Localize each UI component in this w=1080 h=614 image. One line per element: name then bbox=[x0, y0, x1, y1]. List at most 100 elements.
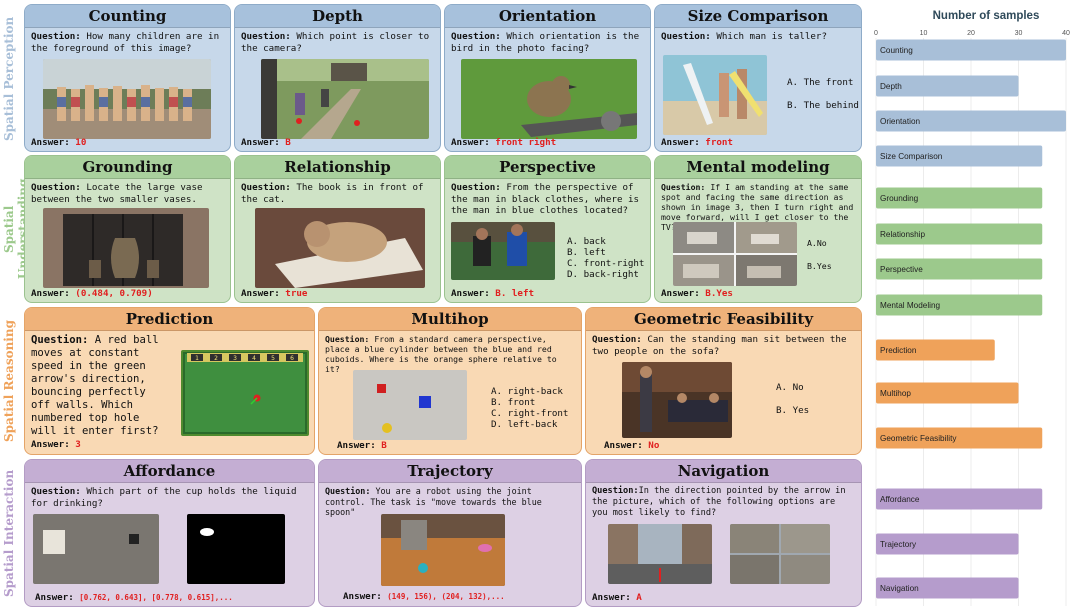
question-text: Which part of the cup holds the liquid f… bbox=[31, 486, 297, 509]
hole-label: 6 bbox=[290, 355, 294, 362]
panel-orientation: Orientation Question: Which orientation … bbox=[444, 4, 651, 152]
option-b: B.Yes bbox=[807, 261, 832, 271]
panel-title: Trajectory bbox=[319, 460, 581, 483]
answer-value: [0.762, 0.643], [0.778, 0.615],... bbox=[79, 592, 233, 602]
answer-label: Answer: bbox=[31, 287, 70, 299]
option-c: C. right-front bbox=[491, 408, 569, 419]
option-d: D. back-right bbox=[567, 269, 639, 280]
bar-label: Counting bbox=[880, 46, 913, 55]
billiard-table: 1 2 3 4 5 6 bbox=[181, 350, 309, 436]
panel-title: Depth bbox=[235, 5, 440, 28]
option-b: B. Yes bbox=[776, 405, 810, 416]
answer-label: Answer: bbox=[592, 592, 631, 603]
panel-prediction: Prediction Question: A red ball moves at… bbox=[24, 307, 315, 455]
answer-value: No bbox=[648, 439, 660, 451]
panel-affordance: Affordance Question: Which part of the c… bbox=[24, 459, 315, 607]
question-text: Which point is closer to the camera? bbox=[241, 31, 430, 54]
robot-scene-photo bbox=[381, 514, 505, 586]
panel-title: Size Comparison bbox=[655, 5, 861, 28]
room-views-grid bbox=[673, 222, 797, 286]
panel-title: Geometric Feasibility bbox=[586, 308, 861, 331]
question-label: Question: bbox=[241, 31, 291, 42]
hole-label: 1 bbox=[195, 355, 199, 362]
option-b: B. front bbox=[491, 397, 536, 408]
option-a: A. No bbox=[776, 382, 804, 393]
answer-label: Answer: bbox=[337, 440, 376, 451]
question-label: Question: bbox=[661, 182, 706, 192]
hole-label: 2 bbox=[214, 355, 218, 362]
panel-title: Prediction bbox=[25, 308, 314, 331]
panel-grounding: Grounding Question: Locate the large vas… bbox=[24, 155, 231, 303]
answer-label: Answer: bbox=[31, 136, 70, 148]
bar-orientation bbox=[876, 110, 1066, 132]
bar-perspective bbox=[876, 258, 1043, 280]
bar-depth bbox=[876, 75, 1019, 97]
answer-label: Answer: bbox=[241, 136, 280, 148]
chart-title: Number of samples bbox=[933, 10, 1040, 22]
bar-multihop bbox=[876, 382, 1019, 404]
bar-label: Relationship bbox=[880, 230, 926, 239]
bar-grounding bbox=[876, 187, 1043, 209]
label-spatial-understanding: Spatial Understanding bbox=[2, 178, 30, 280]
hole-label: 5 bbox=[271, 355, 275, 362]
cat-book-photo bbox=[255, 208, 425, 288]
option-c: C. front-right bbox=[567, 258, 645, 269]
panel-title: Counting bbox=[25, 5, 230, 28]
bar-trajectory bbox=[876, 533, 1019, 555]
panel-perspective: Perspective Question: From the perspecti… bbox=[444, 155, 651, 303]
panel-title: Affordance bbox=[25, 460, 314, 483]
panel-title: Relationship bbox=[235, 156, 440, 179]
answer-value: (0.484, 0.709) bbox=[75, 287, 153, 299]
bar-label: Size Comparison bbox=[880, 152, 943, 161]
cup-photo bbox=[33, 514, 159, 584]
answer-value: true bbox=[285, 287, 308, 299]
bar-geometric-feasibility bbox=[876, 427, 1043, 449]
bar-label: Prediction bbox=[880, 346, 917, 355]
x-tick-label: 0 bbox=[874, 30, 878, 37]
panel-title: Navigation bbox=[586, 460, 861, 483]
cubes-render bbox=[353, 370, 467, 440]
question-text: The book is in front of the cat. bbox=[241, 182, 424, 205]
panel-title: Multihop bbox=[319, 308, 581, 331]
bar-label: Depth bbox=[880, 82, 902, 91]
hole-label: 3 bbox=[233, 355, 237, 362]
panel-relationship: Relationship Question: The book is in fr… bbox=[234, 155, 441, 303]
question-text: Locate the large vase between the two sm… bbox=[31, 182, 203, 205]
question-label: Question: bbox=[325, 334, 370, 344]
panel-navigation: Navigation Question:In the direction poi… bbox=[585, 459, 862, 607]
bar-counting bbox=[876, 39, 1066, 61]
question-label: Question: bbox=[451, 182, 501, 193]
question-label: Question: bbox=[31, 486, 81, 497]
question-text: From the perspective of the man in black… bbox=[451, 182, 640, 216]
bar-navigation bbox=[876, 577, 1019, 599]
vases-photo bbox=[43, 208, 209, 288]
x-tick-label: 40 bbox=[1062, 30, 1070, 37]
answer-value: (149, 156), (204, 132),... bbox=[387, 592, 505, 602]
answer-value: A bbox=[636, 592, 642, 603]
question-label: Question: bbox=[31, 31, 81, 42]
question-text: A red ball moves at constant speed in th… bbox=[31, 334, 159, 437]
answer-value: front bbox=[705, 136, 733, 148]
panel-depth: Depth Question: Which point is closer to… bbox=[234, 4, 441, 152]
bar-label: Trajectory bbox=[880, 540, 917, 549]
answer-label: Answer: bbox=[451, 287, 490, 299]
question-label: Question: bbox=[592, 334, 642, 345]
mask-image bbox=[187, 514, 285, 584]
bar-prediction bbox=[876, 339, 995, 361]
surfers-photo bbox=[663, 55, 767, 135]
question-text: Which orientation is the bird in the pho… bbox=[451, 31, 640, 54]
panel-mental-modeling: Mental modeling Question: If I am standi… bbox=[654, 155, 862, 303]
bar-label: Multihop bbox=[880, 389, 911, 398]
option-a: A. back bbox=[567, 236, 606, 247]
question-text: You are a robot using the joint control.… bbox=[325, 486, 542, 518]
answer-value: front right bbox=[495, 136, 557, 148]
bar-label: Perspective bbox=[880, 265, 923, 274]
question-label: Question: bbox=[325, 486, 371, 496]
hole-label: 4 bbox=[252, 355, 256, 362]
question-text: Can the standing man sit between the two… bbox=[592, 334, 847, 357]
question-label: Question: bbox=[241, 182, 291, 193]
answer-label: Answer: bbox=[451, 136, 490, 148]
x-tick-label: 10 bbox=[920, 30, 928, 37]
